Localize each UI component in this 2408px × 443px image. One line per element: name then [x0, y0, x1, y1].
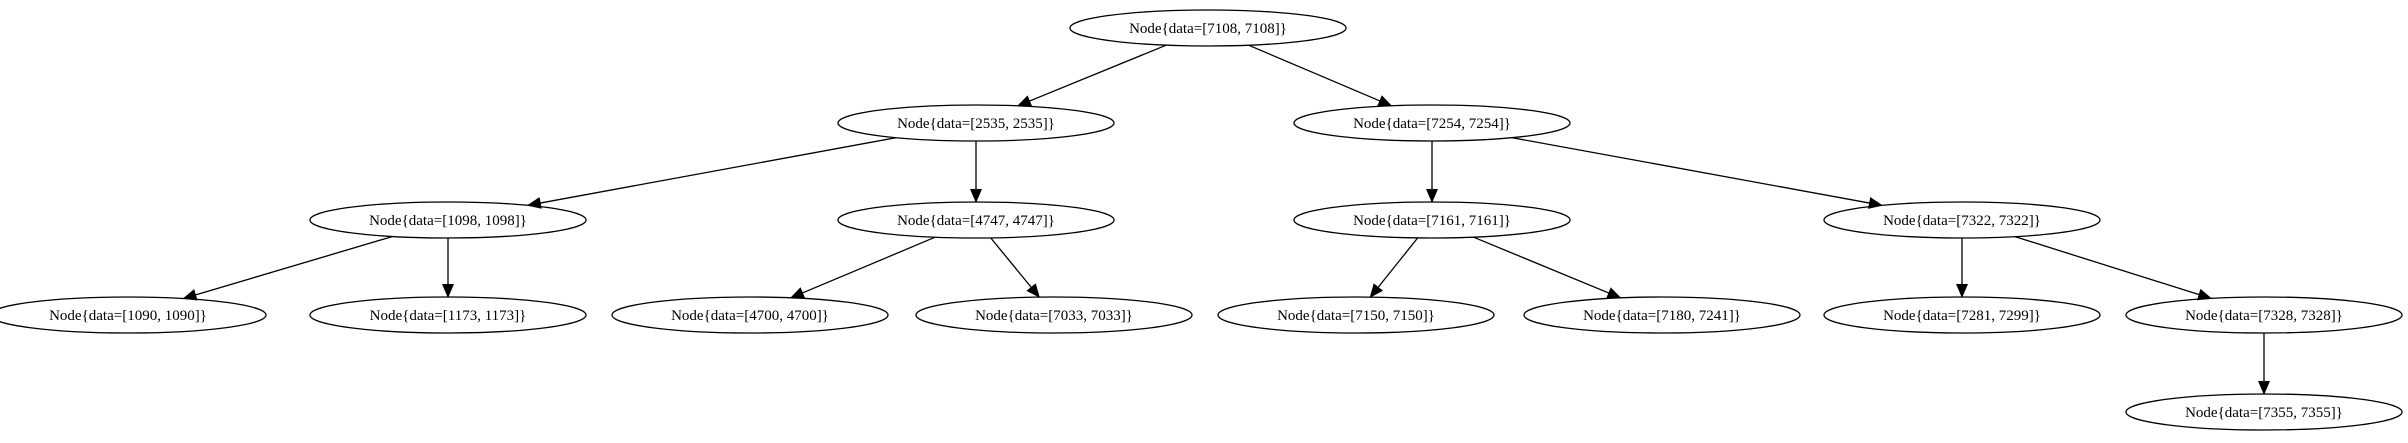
node-ellipse — [309, 201, 587, 239]
tree-node: Node{data=[7108, 7108]} — [1069, 9, 1347, 47]
tree-node: Node{data=[1173, 1173]} — [309, 296, 587, 334]
node-ellipse — [1293, 201, 1571, 239]
tree-node: Node{data=[1098, 1098]} — [309, 201, 587, 239]
node-label: Node{data=[1098, 1098]} — [369, 213, 527, 229]
edge-arrow — [1369, 237, 1419, 298]
tree-node: Node{data=[1090, 1090]} — [0, 296, 267, 334]
node-label: Node{data=[1090, 1090]} — [49, 308, 207, 324]
node-label: Node{data=[7180, 7241]} — [1583, 308, 1741, 324]
node-label: Node{data=[4747, 4747]} — [897, 213, 1055, 229]
node-ellipse — [915, 296, 1193, 334]
edge-arrow — [2014, 235, 2213, 301]
tree-node: Node{data=[7254, 7254]} — [1293, 104, 1571, 142]
node-label: Node{data=[7281, 7299]} — [1883, 308, 2041, 324]
node-ellipse — [0, 296, 267, 334]
node-label: Node{data=[7150, 7150]} — [1277, 308, 1435, 324]
edge-arrow — [1248, 44, 1393, 107]
edge-arrow — [789, 236, 936, 299]
tree-node: Node{data=[4700, 4700]} — [611, 296, 889, 334]
tree-node: Node{data=[4747, 4747]} — [837, 201, 1115, 239]
edge-arrow — [1511, 137, 1883, 209]
node-label: Node{data=[7328, 7328]} — [2185, 308, 2343, 324]
node-ellipse — [1217, 296, 1495, 334]
edge-arrow — [1016, 44, 1167, 107]
edge-layer — [182, 44, 2270, 395]
edge-arrow — [990, 237, 1040, 298]
node-label: Node{data=[7033, 7033]} — [975, 308, 1133, 324]
tree-node: Node{data=[7328, 7328]} — [2125, 296, 2403, 334]
node-layer: Node{data=[7108, 7108]} Node{data=[2535, … — [0, 9, 2403, 431]
tree-node: Node{data=[7161, 7161]} — [1293, 201, 1571, 239]
node-label: Node{data=[7355, 7355]} — [2185, 405, 2343, 421]
tree-node: Node{data=[7322, 7322]} — [1823, 201, 2101, 239]
node-ellipse — [1523, 296, 1801, 334]
node-ellipse — [1823, 201, 2101, 239]
tree-node: Node{data=[7281, 7299]} — [1823, 296, 2101, 334]
node-label: Node{data=[4700, 4700]} — [671, 308, 829, 324]
edge-arrow — [1473, 236, 1622, 299]
node-label: Node{data=[7161, 7161]} — [1353, 213, 1511, 229]
edge-arrow — [526, 137, 897, 209]
node-ellipse — [837, 201, 1115, 239]
tree-node: Node{data=[7150, 7150]} — [1217, 296, 1495, 334]
node-ellipse — [1069, 9, 1347, 47]
node-label: Node{data=[7322, 7322]} — [1883, 213, 2041, 229]
node-ellipse — [837, 104, 1115, 142]
node-label: Node{data=[2535, 2535]} — [897, 116, 1055, 132]
node-label: Node{data=[7254, 7254]} — [1353, 116, 1511, 132]
node-ellipse — [1823, 296, 2101, 334]
node-ellipse — [2125, 296, 2403, 334]
node-label: Node{data=[1173, 1173]} — [370, 308, 527, 324]
tree-node: Node{data=[7033, 7033]} — [915, 296, 1193, 334]
tree-node: Node{data=[7180, 7241]} — [1523, 296, 1801, 334]
node-ellipse — [309, 296, 587, 334]
tree-node: Node{data=[7355, 7355]} — [2125, 393, 2403, 431]
edge-arrow — [182, 235, 393, 301]
node-ellipse — [2125, 393, 2403, 431]
node-ellipse — [1293, 104, 1571, 142]
node-ellipse — [611, 296, 889, 334]
node-label: Node{data=[7108, 7108]} — [1129, 21, 1287, 37]
tree-node: Node{data=[2535, 2535]} — [837, 104, 1115, 142]
